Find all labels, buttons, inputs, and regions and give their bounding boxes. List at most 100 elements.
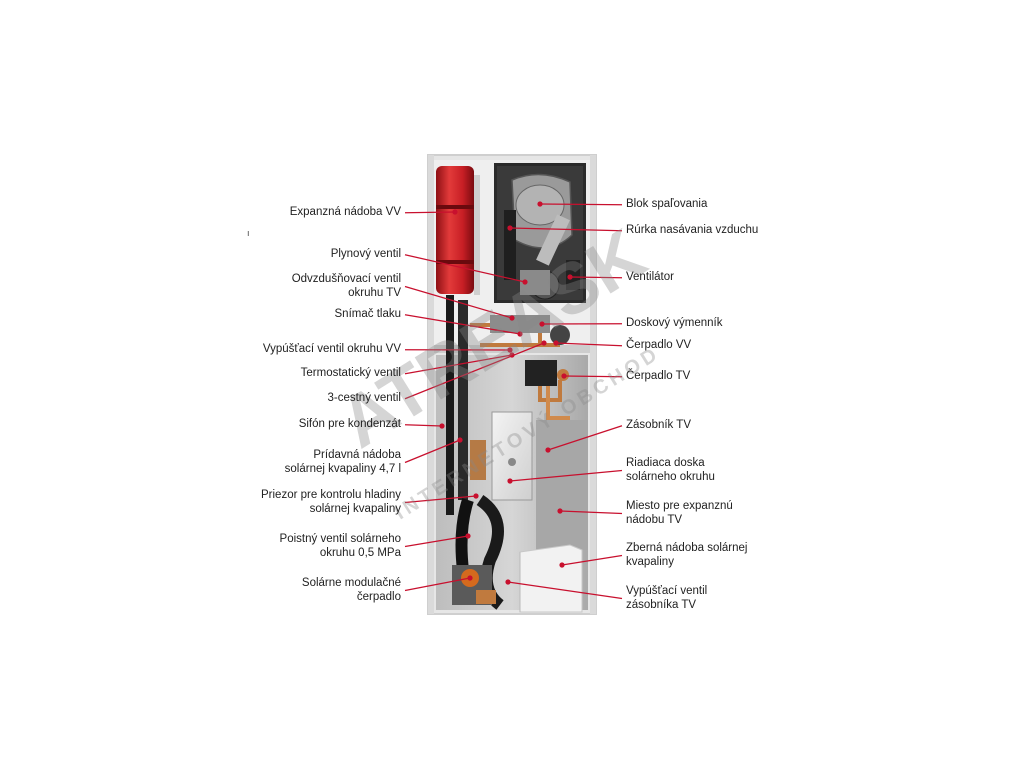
label-line: Priezor pre kontrolu hladiny [261, 489, 401, 501]
label-line: čerpadlo [356, 590, 401, 603]
leader-dot [457, 437, 463, 443]
stray-mark: ı [247, 228, 250, 238]
label-line: Termostatický ventil [300, 367, 401, 379]
label-line: Doskový výmenník [626, 317, 723, 329]
leader-line [547, 425, 623, 451]
label-line: Miesto pre expanznú [626, 500, 733, 512]
label-ventilator: Ventilátor [626, 271, 674, 285]
leader-line [404, 285, 513, 319]
leader-dot [537, 201, 543, 207]
leader-dot [509, 315, 515, 321]
leader-line [555, 342, 623, 347]
storage-tank [491, 411, 588, 550]
leader-dot [507, 225, 513, 231]
label-line: Solárne modulačné [301, 577, 401, 589]
label-cerpadlo-tv: Čerpadlo TV [626, 370, 690, 384]
leader-dot [541, 340, 547, 346]
leader-line [559, 510, 623, 515]
leader-line [539, 203, 623, 206]
leader-line [404, 495, 477, 504]
leader-line [404, 211, 456, 214]
leader-dot [439, 423, 445, 429]
leader-line [561, 554, 623, 566]
label-line: Zásobník TV [626, 419, 691, 431]
leader-line [404, 342, 545, 400]
expansion-tank [436, 166, 480, 295]
leader-line [509, 469, 623, 482]
label-vypustaci-ventil-vv: Vypúšťací ventil okruhu VV [263, 343, 401, 357]
label-line: okruhu 0,5 MPa [319, 546, 401, 559]
leader-dot [545, 447, 551, 453]
label-plynovy-ventil: Plynový ventil [331, 248, 401, 262]
label-line: Vypúšťací ventil okruhu VV [262, 343, 401, 355]
label-sifon: Sifón pre kondenzát [299, 418, 401, 432]
label-line: Snímač tlaku [334, 308, 401, 320]
leader-line [507, 581, 623, 600]
label-line: Blok spaľovania [626, 198, 708, 210]
label-line: Čerpadlo TV [626, 370, 691, 382]
label-line: Riadiaca doska [626, 457, 705, 469]
leader-line [563, 375, 623, 378]
leader-dot [559, 562, 565, 568]
leader-line [569, 276, 623, 279]
label-doskovy-vymennik: Doskový výmenník [626, 317, 723, 331]
label-rurka-nasavania: Rúrka nasávania vzduchu [626, 224, 758, 238]
label-line: zásobníka TV [626, 598, 697, 611]
leader-line [404, 577, 471, 592]
label-line: Expanzná nádoba VV [289, 206, 401, 218]
leader-dot [465, 533, 471, 539]
label-expanzna-nadoba-vv: Expanzná nádoba VV [290, 206, 401, 220]
leader-dot [567, 274, 573, 280]
label-line: kvapaliny [626, 555, 674, 568]
label-line: Odvzdušňovací ventil [291, 273, 401, 285]
label-line: Rúrka nasávania vzduchu [626, 224, 759, 236]
leader-dot [473, 493, 479, 499]
leader-line [404, 535, 469, 548]
label-line: solárnej kvapaliny [309, 502, 401, 515]
leader-dot [561, 373, 567, 379]
label-line: solárneho okruhu [626, 470, 715, 483]
collection-tank [519, 544, 583, 613]
leader-dot [517, 331, 523, 337]
label-snimac-tlaku: Snímač tlaku [335, 308, 401, 322]
label-line: Čerpadlo VV [626, 339, 692, 351]
leader-dot [553, 340, 559, 346]
label-line: Sifón pre kondenzát [298, 418, 401, 430]
label-line: solárnej kvapaliny 4,7 l [284, 462, 401, 475]
label-line: Ventilátor [626, 271, 674, 283]
solar-pump [452, 565, 496, 605]
leader-line [404, 254, 526, 283]
leader-dot [467, 575, 473, 581]
leader-dot [507, 478, 513, 484]
label-line: Prídavná nádoba [313, 449, 401, 461]
label-line: 3-cestný ventil [327, 392, 401, 404]
label-line: Poistný ventil solárneho [279, 533, 401, 545]
label-termostaticky-ventil: Termostatický ventil [301, 367, 401, 381]
leader-dot [507, 347, 513, 353]
leader-line [404, 314, 521, 335]
label-cerpadlo-vv: Čerpadlo VV [626, 339, 691, 353]
leader-dot [505, 579, 511, 585]
label-line: nádobu TV [626, 513, 683, 526]
leader-line [404, 354, 513, 375]
label-zasobnik-tv: Zásobník TV [626, 419, 691, 433]
leader-line [404, 439, 461, 464]
combustion-block [494, 163, 586, 303]
leader-dot [539, 321, 545, 327]
leader-dot [452, 209, 458, 215]
label-trojcestny-ventil: 3-cestný ventil [327, 392, 401, 406]
leader-lines [404, 201, 623, 600]
label-blok-spalovania: Blok spaľovania [626, 198, 707, 212]
label-line: okruhu TV [348, 286, 401, 299]
